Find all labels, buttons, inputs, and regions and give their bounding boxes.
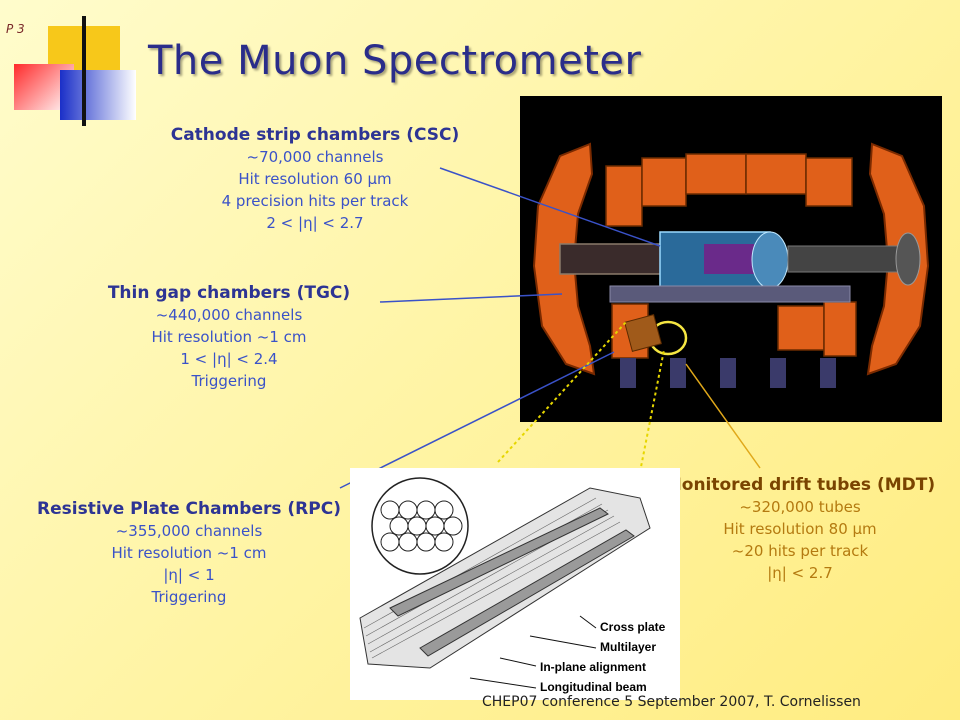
tgc-line: ~440,000 channels [155,306,303,324]
mdt-dotted-line [639,349,665,473]
footer-credit: CHEP07 conference 5 September 2007, T. C… [482,694,861,710]
page-number: P 3 [6,22,25,36]
mdt-line: ~320,000 tubes [739,498,861,516]
mdt-chamber-diagram: Cross plate Multilayer In-plane alignmen… [350,468,680,700]
rpc-line: ~355,000 channels [115,522,263,540]
mdt-line: |η| < 2.7 [767,564,833,582]
mdt-line: ~20 hits per track [731,542,869,560]
mdt-label-alignment: In-plane alignment [540,660,647,674]
mdt-dotted-line [497,321,627,463]
tgc-heading: Thin gap chambers (TGC) [107,283,351,303]
mdt-block: Monitored drift tubes (MDT) ~320,000 tub… [640,474,960,584]
rpc-block: Resistive Plate Chambers (RPC) ~355,000 … [24,498,354,608]
csc-pointer-line [439,167,661,247]
csc-line: Hit resolution 60 µm [238,170,392,188]
tgc-line: Triggering [191,372,267,390]
logo-vertical-line [82,16,86,126]
csc-block: Cathode strip chambers (CSC) ~70,000 cha… [150,124,480,234]
mdt-line: Hit resolution 80 µm [723,520,877,538]
mdt-label-multilayer: Multilayer [600,640,657,654]
mdt-label-cross-plate: Cross plate [600,620,666,634]
rpc-pointer-line [339,351,615,489]
rpc-heading: Resistive Plate Chambers (RPC) [37,499,341,519]
csc-line: 4 precision hits per track [221,192,409,210]
rpc-line: Hit resolution ~1 cm [111,544,267,562]
tgc-block: Thin gap chambers (TGC) ~440,000 channel… [64,282,394,392]
mdt-pointer-line [685,363,761,469]
csc-heading: Cathode strip chambers (CSC) [170,125,460,145]
tgc-pointer-line [379,293,563,303]
logo-blue-square [60,70,136,120]
mdt-heading: Monitored drift tubes (MDT) [664,475,936,495]
rpc-line: Triggering [151,588,227,606]
mdt-label-longitudinal-beam: Longitudinal beam [540,680,647,694]
rpc-line: |η| < 1 [163,566,215,584]
tgc-line: Hit resolution ~1 cm [151,328,307,346]
atlas-detector-image [520,96,942,422]
csc-line: 2 < |η| < 2.7 [266,214,364,232]
detector-drawing [520,96,942,422]
tgc-line: 1 < |η| < 2.4 [180,350,278,368]
mdt-chamber-drawing [350,468,680,700]
csc-line: ~70,000 channels [246,148,384,166]
page-title: The Muon Spectrometer [148,38,642,84]
